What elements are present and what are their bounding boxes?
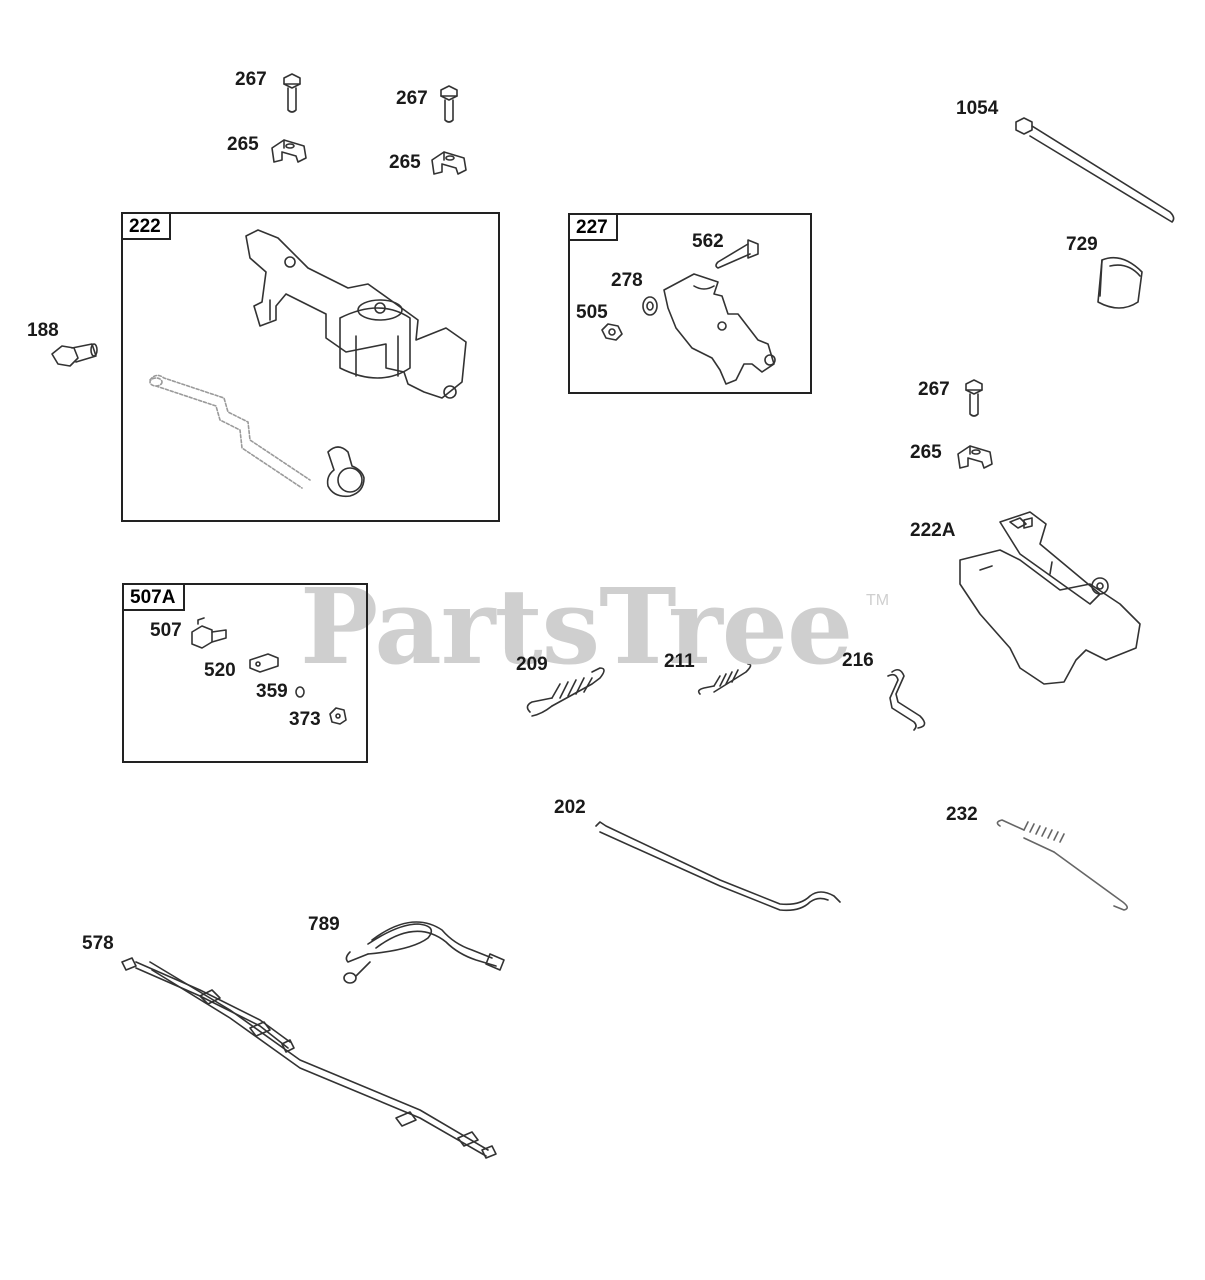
part-label-1054: 1054	[956, 98, 999, 119]
bolt-267-b	[440, 85, 458, 123]
part-label-211: 211	[664, 651, 695, 672]
bolt-188	[51, 343, 98, 367]
group-box-227: 227	[568, 213, 812, 394]
cable-tie-1054	[1015, 117, 1175, 223]
clip-265-a	[271, 139, 307, 163]
group-box-507a: 507A	[122, 583, 368, 763]
part-label-505: 505	[576, 302, 608, 323]
link-216	[887, 668, 926, 731]
part-label-222a: 222A	[910, 520, 956, 541]
group-label-507a: 507A	[124, 585, 186, 611]
part-label-520: 520	[204, 660, 236, 681]
part-label-562: 562	[692, 231, 724, 252]
part-label-216: 216	[842, 650, 874, 671]
part-label-278: 278	[611, 270, 643, 291]
part-label-729: 729	[1066, 234, 1098, 255]
part-label-578: 578	[82, 933, 114, 954]
part-label-267: 267	[918, 379, 950, 400]
knob-222	[326, 446, 365, 498]
bracket-222	[245, 229, 467, 399]
part-label-789: 789	[308, 914, 340, 935]
part-label-265: 265	[389, 152, 421, 173]
watermark-text: PartsTree	[300, 565, 853, 688]
nut-373	[329, 707, 347, 725]
spring-211	[697, 663, 752, 695]
pin-562	[715, 239, 759, 269]
rod-202	[595, 821, 841, 912]
part-label-265: 265	[910, 442, 942, 463]
bracket-227	[663, 273, 776, 385]
terminal-520	[249, 653, 279, 673]
bolt-267-a	[283, 73, 301, 113]
harness-578	[121, 957, 497, 1159]
group-box-222: 222	[121, 212, 500, 522]
part-label-202: 202	[554, 797, 586, 818]
part-label-373: 373	[289, 709, 321, 730]
clip-265-b	[431, 151, 467, 175]
part-label-267: 267	[396, 88, 428, 109]
part-label-232: 232	[946, 804, 978, 825]
group-label-222: 222	[123, 214, 171, 240]
switch-507	[191, 617, 227, 649]
part-label-507: 507	[150, 620, 182, 641]
rod-222-ghost	[149, 374, 311, 489]
part-label-209: 209	[516, 654, 548, 675]
part-label-359: 359	[256, 681, 288, 702]
part-label-188: 188	[27, 320, 59, 341]
cover-729	[1097, 256, 1143, 309]
nut-505	[601, 323, 623, 341]
washer-359	[295, 686, 305, 698]
watermark-tm: TM	[866, 592, 890, 609]
clip-265-c	[957, 445, 993, 469]
spring-209	[526, 667, 605, 717]
group-label-227: 227	[570, 215, 618, 241]
washer-278	[642, 296, 658, 316]
bolt-267-c	[965, 379, 983, 417]
spring-232	[996, 819, 1128, 911]
part-label-267: 267	[235, 69, 267, 90]
wire-789	[343, 921, 505, 984]
part-label-265: 265	[227, 134, 259, 155]
plate-222a	[959, 511, 1141, 685]
